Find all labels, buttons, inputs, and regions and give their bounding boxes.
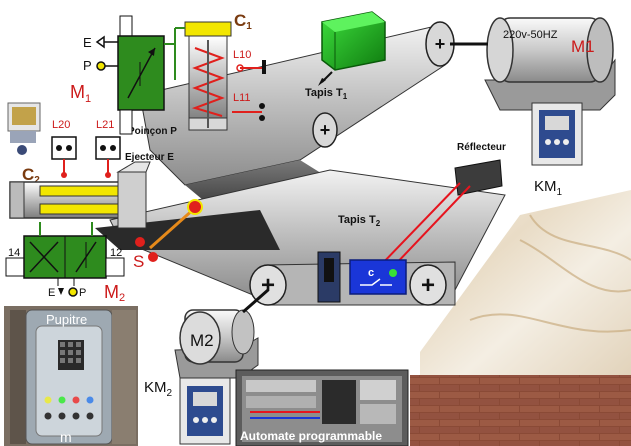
reflecteur-label: Réflecteur	[457, 142, 506, 153]
svg-text:M2: M2	[104, 282, 125, 304]
s-label: S	[133, 252, 144, 271]
pupitre-label: Pupitre	[46, 312, 87, 327]
roller-plus-icon: +	[320, 120, 331, 140]
bottom-exhaust-label: E	[48, 287, 55, 299]
control-panel: Pupitre m	[4, 306, 138, 446]
valve-m2	[5, 222, 125, 286]
workpiece-box	[318, 11, 386, 86]
bottom-pressure-label: P	[79, 287, 86, 299]
cylinder-c1	[174, 21, 232, 131]
c2-label: C	[22, 165, 34, 184]
tapis-t2-label: Tapis T	[338, 214, 376, 226]
motor-rating-label: 220v-50HZ	[503, 29, 558, 41]
laser-beam	[377, 182, 461, 269]
pupitre-m-label: m	[60, 429, 72, 445]
motor-m2: M2	[174, 288, 269, 379]
pressure-p-label: P	[83, 58, 92, 73]
photo-sensor-c: c	[317, 251, 407, 303]
sensor-c-label: c	[368, 267, 374, 279]
km1-label: KM	[534, 178, 557, 195]
limit-switch-l10: L10	[233, 49, 266, 74]
valve-m1-label: M	[70, 82, 85, 102]
svg-text:KM1: KM1	[534, 178, 563, 198]
laser-beam	[391, 185, 471, 269]
valve-m2-label: M	[104, 282, 119, 302]
roller-plus-icon: +	[421, 272, 435, 299]
svg-text:KM2: KM2	[144, 379, 173, 399]
pressure-source-icon	[96, 61, 106, 71]
exhaust-e-label: E	[83, 35, 92, 50]
cylinder-c2	[9, 161, 151, 229]
contactor-km2	[179, 377, 231, 445]
svg-text:L10: L10	[233, 49, 251, 61]
plc-cabinet: Automate programmable	[235, 369, 409, 446]
roller-plus-icon: +	[435, 34, 446, 54]
l20-label: L20	[52, 119, 70, 131]
svg-text:M1: M1	[70, 82, 91, 105]
svg-text:Tapis T2: Tapis T2	[338, 214, 381, 228]
km2-label: KM	[144, 379, 167, 396]
ejecteur-label: Ejecteur E	[125, 152, 174, 163]
motor-m2-label: M2	[190, 331, 214, 350]
sensor-s	[135, 199, 203, 262]
limit-switch-l21	[95, 136, 121, 178]
limit-switch-l11: L11	[232, 92, 265, 121]
contactor-km1	[531, 102, 583, 166]
limit-switch-device	[7, 102, 41, 155]
l21-label: L21	[96, 119, 114, 131]
svg-text:Tapis T1: Tapis T1	[305, 87, 348, 101]
exhaust-icon	[95, 35, 105, 49]
wall-background	[410, 190, 631, 446]
conveyor-t2: + +	[95, 169, 506, 306]
svg-text:C2: C2	[22, 165, 40, 186]
poincon-label: Poinçon P	[128, 126, 177, 137]
port-12-label: 12	[110, 247, 122, 259]
exhaust-icon	[58, 288, 64, 295]
motor-m1: 220v-50HZ M1	[450, 17, 616, 111]
automate-label: Automate programmable	[240, 429, 382, 443]
tapis-t1-label: Tapis T	[305, 87, 343, 99]
motor-m1-label: M1	[571, 37, 595, 56]
limit-switch-l20	[51, 136, 77, 178]
svg-text:L11: L11	[233, 92, 251, 104]
port-14-label: 14	[8, 247, 20, 259]
c1-label: C	[234, 11, 246, 30]
svg-text:C1: C1	[234, 11, 252, 32]
valve-m1	[117, 15, 175, 135]
pressure-source-icon	[68, 287, 78, 297]
